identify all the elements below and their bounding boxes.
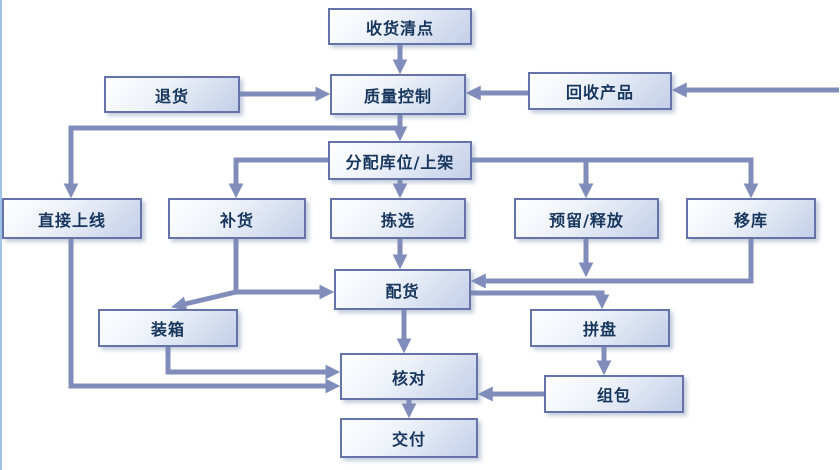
edge-direct-to-verify [68,239,341,394]
node-cartonize: 装箱 [98,309,238,347]
edge-putaway-to-replenish [228,157,328,199]
node-recycled-products: 回收产品 [528,72,672,110]
node-relocation: 移库 [686,198,816,239]
node-delivery: 交付 [340,418,478,458]
node-tray-build: 拼盘 [530,309,670,347]
node-direct-online: 直接上线 [2,198,142,239]
node-picking: 拣选 [330,198,466,239]
node-quality-control: 质量控制 [330,74,466,115]
edge-putaway-to-relocation [472,157,759,199]
node-bundling: 组包 [544,375,684,413]
edge-replenish-to-cartonize [171,289,237,312]
node-order-assembly: 配货 [334,269,471,310]
page-edge-line [0,0,2,470]
node-replenishment: 补货 [168,198,306,239]
edge-qc-to-direct-online [63,125,400,199]
node-reserve-release: 预留/释放 [514,198,659,239]
node-returns: 退货 [104,76,240,113]
node-verification: 核对 [340,353,478,400]
edge-relocation-to-assembly [470,239,754,289]
node-receiving-count: 收货清点 [328,8,472,45]
edge-assembly-to-tray [471,290,610,310]
edge-cartonize-to-verify [165,347,341,380]
edge-replenish-to-assembly [233,239,335,300]
node-putaway-allocation: 分配库位/上架 [328,141,472,180]
